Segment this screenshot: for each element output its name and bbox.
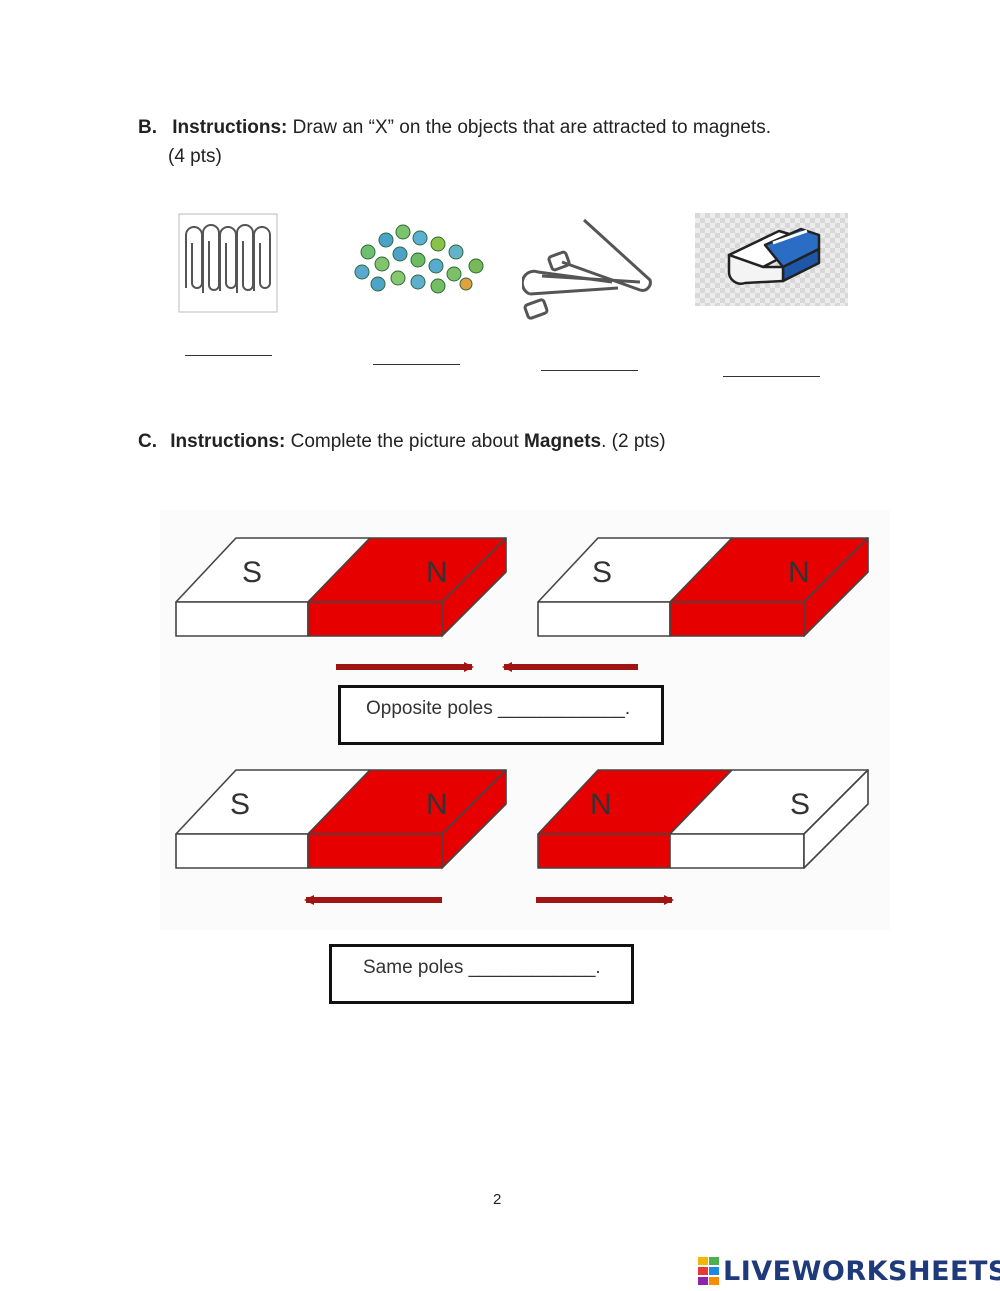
footer-brand-text: LIVEWORKSHEETS [723,1255,1000,1287]
magnet-bottom-right [537,769,869,869]
pole-label: N [590,788,612,821]
answer-line-eraser[interactable] [723,376,820,377]
pole-label: S [790,788,810,821]
opposite-poles-text: Opposite poles ____________. [366,698,631,719]
footer-logo: LIVEWORKSHEETS [698,1255,1000,1287]
page-number: 2 [493,1191,502,1208]
marbles-icon [354,224,484,294]
section-b-instructions: B. Instructions: Draw an “X” on the obje… [138,114,898,142]
pole-label: S [230,788,250,821]
section-letter: B. [138,117,157,138]
section-b-points: (4 pts) [168,146,222,167]
answer-line-safety-pins[interactable] [541,370,638,371]
same-poles-text: Same poles ____________. [363,957,601,978]
paperclips-icon [178,213,278,313]
magnet-top-left [175,537,507,637]
instructions-label: Instructions: [172,117,288,138]
magnet-top-right [537,537,869,637]
opposite-poles-box[interactable]: Opposite poles ____________. [338,685,664,745]
same-poles-box[interactable]: Same poles ____________. [329,944,634,1004]
pole-label: N [426,788,448,821]
pole-label: S [592,556,612,589]
safety-pins-icon [522,218,652,320]
instructions-label: Instructions: [170,431,286,452]
liveworksheets-logo-icon [698,1257,719,1285]
section-c-instructions: C. Instructions: Complete the picture ab… [138,428,898,456]
pole-label: N [788,556,810,589]
eraser-icon [695,213,848,306]
points-text: . (2 pts) [601,431,666,452]
instructions-text: Draw an “X” on the objects that are attr… [287,117,772,138]
answer-line-marbles[interactable] [373,364,460,365]
answer-line-paperclips[interactable] [185,355,272,356]
magnet-bottom-left [175,769,507,869]
magnets-word: Magnets [524,431,602,452]
pole-label: S [242,556,262,589]
section-letter: C. [138,431,157,452]
pole-label: N [426,556,448,589]
instructions-text: Complete the picture about [285,431,525,452]
